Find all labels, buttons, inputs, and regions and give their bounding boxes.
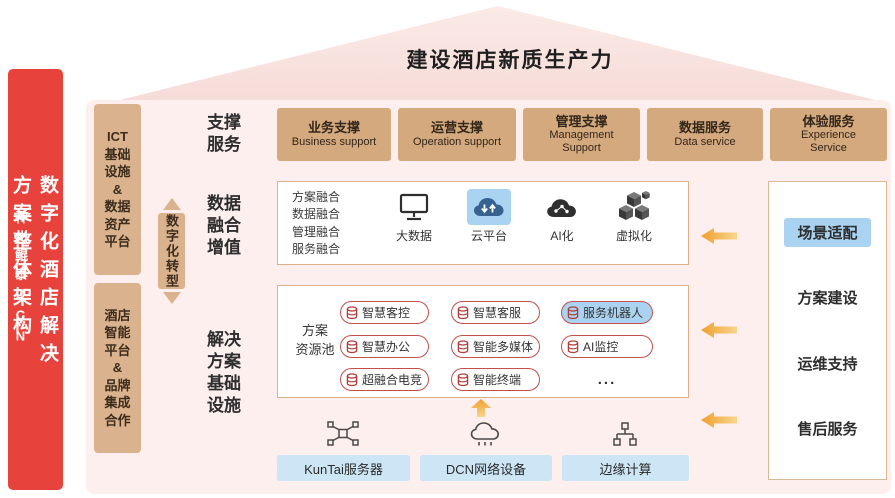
solution-item-guest-service: 智慧客服 [451,301,540,324]
database-icon [457,339,469,353]
database-icon [567,305,579,319]
solution-item-label: ... [597,371,617,388]
support-box-data-service: 数据服务 Data service [647,108,763,161]
banner-main-title: 数字化酒店解决方案整体架构 [10,174,58,371]
connector-arrow-down [163,292,181,304]
left-arrow-icon [701,412,737,433]
fusion-icon-label: 云平台 [470,229,507,243]
fusion-group-cloud-platform: 云平台 [453,189,525,244]
left-arrow-icon [701,322,737,343]
support-box-management: 管理支撑 Management Support [523,108,640,161]
solution-item-guest-control: 智慧客控 [340,301,429,324]
solution-item-service-robot: 服务机器人 [561,301,653,324]
solution-item-ai-monitoring: AI监控 [561,335,653,358]
fusion-type-list: 方案融合 数据融合 管理融合 服务融合 [292,190,341,257]
solution-pool-panel: 方案 资源池 智慧客控 智慧客服 服务机器人 智慧办公 智能多媒体 AI监控 超… [277,285,689,398]
support-box-zh: 体验服务 [802,113,855,129]
support-box-zh: 数据服务 [678,120,731,136]
right-service-panel: 场景适配 方案建设 运维支持 售后服务 [768,181,887,480]
up-arrow-icon [471,399,491,422]
page-title: 建设酒店新质生产力 [406,49,614,72]
support-box-en: Experience Service [800,129,857,155]
left-arrow-icon [701,228,737,249]
server-chip-icon [325,420,361,452]
pillar-hotel-platform: 酒店 智能 平台 & 品牌 集成 合作 [94,283,141,453]
support-box-en: Operation support [412,135,502,148]
solution-pool-label: 方案 资源池 [295,323,335,357]
solution-item-label: 超融合电竞 [362,373,423,387]
cloud-platform-icon [467,189,511,225]
data-fusion-panel: 方案融合 数据融合 管理融合 服务融合 大数据 [277,181,689,265]
left-title-banner: 数字化酒店解决方案整体架构 神州鲲泰DCN [8,69,63,490]
row-label-data-fusion: 数据 融合 增值 [207,194,241,258]
support-box-experience: 体验服务 Experience Service [770,108,887,161]
connector-arrow-up [163,198,181,210]
edge-computing-icon [610,421,640,453]
solution-item-label: 智慧客服 [473,306,522,320]
solution-item-label: 智能多媒体 [473,340,534,354]
support-box-en: Business support [291,135,377,148]
support-box-zh: 管理支撑 [555,113,608,129]
panel-item-after-sales: 售后服务 [797,420,858,438]
support-box-zh: 业务支撑 [307,120,360,136]
solution-item-multimedia: 智能多媒体 [451,335,540,358]
solution-item-more: ... [561,368,653,391]
database-icon [346,339,358,353]
database-icon [457,372,469,386]
panel-item-ops-support: 运维支持 [797,355,858,373]
fusion-icon-label: 大数据 [395,229,432,243]
row-label-support-services: 支撑 服务 [207,113,241,155]
database-icon [457,305,469,319]
virtualization-cubes-icon [616,189,652,225]
solution-item-hci-esports: 超融合电竞 [340,368,429,391]
database-icon [346,372,358,386]
support-box-zh: 运营支撑 [430,120,483,136]
digital-transformation-connector: 数字化转型 [158,213,185,289]
support-box-en: Management Support [549,129,614,155]
hardware-label-edge-computing: 边缘计算 [562,455,689,481]
fusion-group-ai: AI化 [526,189,598,244]
hardware-label-dcn-network: DCN网络设备 [420,455,552,481]
solution-item-smart-office: 智慧办公 [340,335,429,358]
solution-item-label: 智慧办公 [362,340,411,354]
database-icon [567,339,579,353]
support-box-operation: 运营支撑 Operation support [398,108,516,161]
panel-item-scene-adaptation: 场景适配 [784,218,871,248]
panel-item-solution-building: 方案建设 [797,290,858,308]
solution-item-label: 服务机器人 [583,306,644,320]
network-cloud-icon [468,420,504,453]
row-label-solution-infrastructure: 解决 方案 基础 设施 [207,330,241,416]
database-icon [346,305,358,319]
fusion-icon-label: AI化 [550,229,574,243]
hardware-label-kuntai-server: KunTai服务器 [277,455,410,481]
fusion-group-virtualization: 虚拟化 [598,189,670,244]
big-data-monitor-icon [397,189,431,225]
fusion-icon-label: 虚拟化 [615,229,652,243]
fusion-group-big-data: 大数据 [378,189,450,244]
solution-item-label: AI监控 [583,340,619,354]
pillar-ict-platform: ICT 基础 设施 & 数据 资产 平台 [94,104,141,275]
ai-cloud-icon [544,189,580,225]
solution-item-smart-terminal: 智能终端 [451,368,540,391]
solution-item-label: 智慧客控 [362,306,411,320]
solution-item-label: 智能终端 [473,373,522,387]
support-box-en: Data service [674,135,736,148]
banner-sub-title: 神州鲲泰DCN [13,210,28,349]
support-box-business: 业务支撑 Business support [277,108,391,161]
